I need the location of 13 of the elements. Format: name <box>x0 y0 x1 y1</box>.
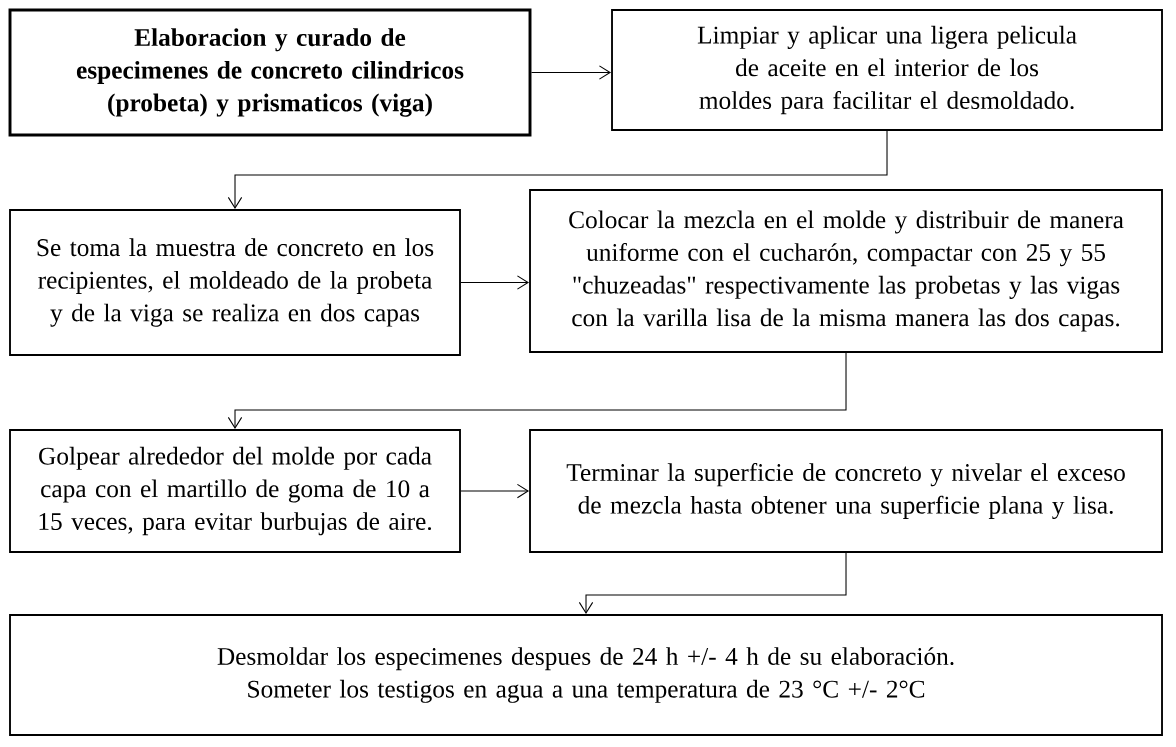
process-box: Terminar la superficie de concreto y nivelar el exceso de mezcla hasta obtener una superficie plana y lisa. <box>529 429 1163 553</box>
process-box: Limpiar y aplicar una ligera pelicula de aceite en el interior de los moldes para facilitar el desmoldado. <box>611 9 1163 131</box>
arrow <box>460 275 530 290</box>
process-box: Se toma la muestra de concreto en los recipientes, el moldeado de la probeta y de la viga se realiza en dos capas <box>9 209 461 356</box>
arrow <box>578 552 847 615</box>
process-box: Elaboracion y curado de especimenes de concreto cilindricos (probeta) y prismaticos (viga) <box>8 8 532 137</box>
arrow <box>530 65 612 80</box>
arrow <box>227 352 847 430</box>
process-box: Golpear alrededor del molde por cada capa con el martillo de goma de 10 a 15 veces, para evitar burbujas de aire. <box>9 429 461 553</box>
process-box: Desmoldar los especimenes despues de 24 h +/- 4 h de su elaboración. Someter los testigos en agua a una temperatura de 23 °C +/- 2°C <box>9 614 1163 736</box>
process-box: Colocar la mezcla en el molde y distribuir de manera uniforme con el cucharón, compactar con 25 y 55 "chuzeadas" respectivamente las probetas y las vigas con la varilla lisa de la misma manera las dos capas. <box>529 189 1163 353</box>
arrow <box>227 130 888 210</box>
arrow <box>460 483 530 499</box>
